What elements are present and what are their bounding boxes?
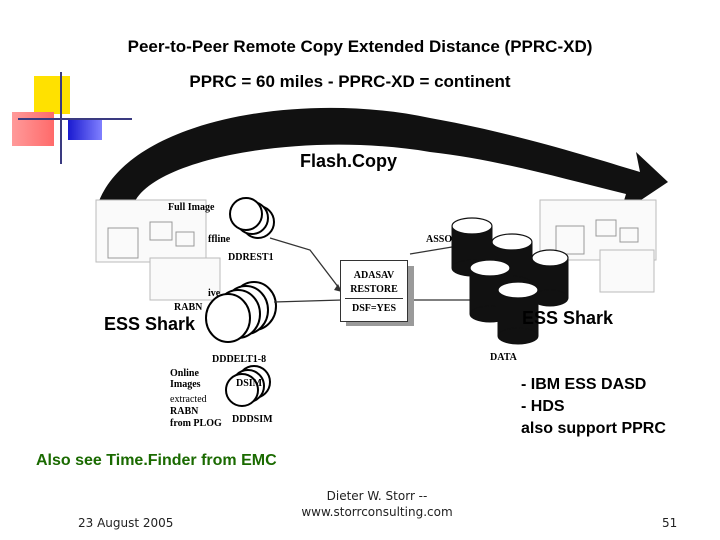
footer-website: www.storrconsulting.com <box>301 505 453 519</box>
vendor-line: also support PPRC <box>521 420 666 437</box>
vendor-list: - IBM ESS DASD - HDS also support PPRC <box>521 374 666 440</box>
vendor-line: - HDS <box>521 398 565 415</box>
dsim-label: DSIM <box>236 378 263 389</box>
disk-stack-dddelt <box>205 281 277 343</box>
data-label: DATA <box>490 352 517 363</box>
left-printout-top <box>95 199 207 263</box>
footer-date: 23 August 2005 <box>78 516 174 530</box>
disk-stack-dsim <box>225 365 271 407</box>
disk-stack-ddrest1 <box>229 197 275 239</box>
deco-yellow-square <box>34 76 70 114</box>
slide-subtitle: PPRC = 60 miles - PPRC-XD = continent <box>189 72 511 91</box>
offline-label: ffline <box>208 234 231 245</box>
dddsim-label: DDDSIM <box>232 414 273 425</box>
rabn-label: RABN <box>174 302 203 313</box>
right-printout-bottom <box>599 249 655 293</box>
adasav-line: ADASAV <box>353 270 395 281</box>
right-storage-label: ESS Shark <box>522 308 614 328</box>
page-number: 51 <box>662 516 678 530</box>
flashcopy-label: Flash.Copy <box>300 151 398 171</box>
deco-blue-square <box>68 118 102 140</box>
adasav-restore-box: ADASAV RESTORE DSF=YES <box>340 260 408 322</box>
vendor-line: - IBM ESS DASD <box>521 376 647 393</box>
deco-red-square <box>12 112 54 146</box>
restore-line: RESTORE <box>350 284 398 295</box>
left-printout-bottom <box>149 257 221 301</box>
slide-title: Peer-to-Peer Remote Copy Extended Distan… <box>127 37 593 56</box>
deco-horizontal-line <box>18 118 132 120</box>
flashcopy-arrow <box>96 107 668 214</box>
full-image-label: Full Image <box>168 202 215 213</box>
active-label: ive <box>208 288 221 299</box>
dddelt-label: DDDELT1-8 <box>212 354 267 365</box>
left-storage-label: ESS Shark <box>104 314 196 334</box>
ddrest1-label: DDREST1 <box>228 252 274 263</box>
dsf-line: DSF=YES <box>351 303 397 314</box>
asso-label: ASSO <box>426 234 453 245</box>
emc-note: Also see Time.Finder from EMC <box>36 452 277 469</box>
extracted-rabn-label: extracted RABN from PLOG <box>170 394 222 429</box>
footer-author: Dieter W. Storr -- www.storrconsulting.c… <box>280 488 474 520</box>
online-images-label: Online Images <box>170 368 201 390</box>
